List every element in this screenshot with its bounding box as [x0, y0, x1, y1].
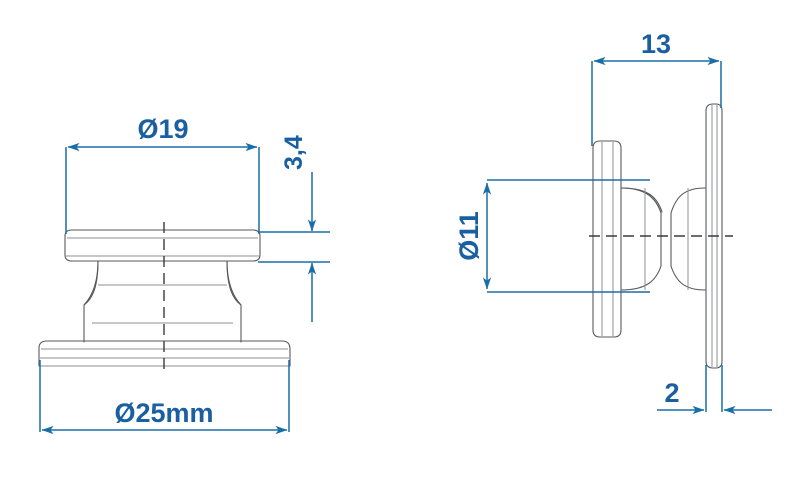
dimension-label-d25mm: Ø25mm	[114, 398, 213, 428]
dimension-d13: 13	[591, 29, 722, 146]
front-view-geometry	[38, 222, 291, 372]
side-view-geometry	[589, 103, 733, 369]
dimension-d34: 3,4	[258, 135, 330, 322]
dimension-label-d34: 3,4	[280, 135, 308, 170]
dimension-d25mm: Ø25mm	[39, 360, 290, 435]
dimension-d11: Ø11	[454, 179, 650, 293]
dimension-d2: 2	[657, 365, 772, 415]
dimension-d19: Ø19	[65, 114, 260, 234]
front-view-head-disc	[64, 229, 261, 262]
dimension-label-d11: Ø11	[454, 211, 484, 261]
side-view-waist	[620, 187, 706, 291]
dimension-label-d2: 2	[664, 378, 679, 408]
front-view-waist	[83, 260, 242, 343]
dimension-label-d19: Ø19	[137, 114, 188, 144]
dimension-label-d13: 13	[641, 29, 671, 59]
side-view-head-disc	[592, 140, 622, 338]
